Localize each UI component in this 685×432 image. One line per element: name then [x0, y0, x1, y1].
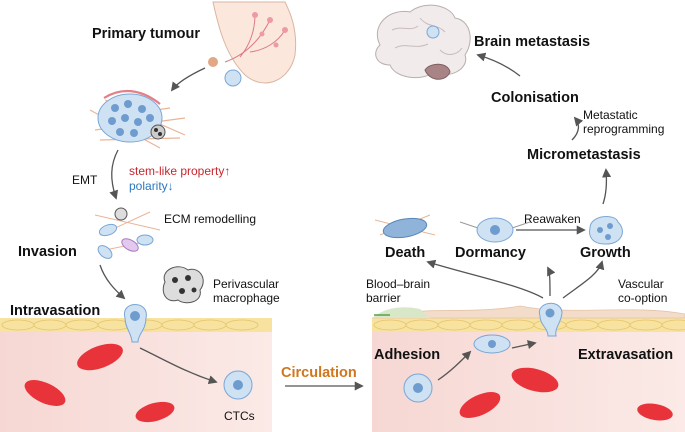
growth-cell — [589, 216, 623, 245]
label-circulation: Circulation — [281, 365, 357, 381]
label-polarity: polarity↓ — [129, 179, 174, 193]
right-blood-vessel — [371, 305, 685, 432]
label-ecm-remodelling: ECM remodelling — [164, 212, 257, 226]
red-blood-cell-icon — [459, 367, 673, 421]
label-intravasation: Intravasation — [10, 303, 101, 319]
label-death: Death — [385, 245, 426, 261]
red-blood-cell-icon — [24, 343, 175, 423]
label-invasion: Invasion — [18, 244, 77, 260]
label-stem-like-property: stem-like property↑ — [129, 164, 231, 178]
label-ctcs: CTCs — [224, 409, 255, 423]
dormancy-cell — [459, 217, 531, 243]
breast-icon — [208, 1, 297, 87]
tumour-cell-icon — [403, 373, 433, 403]
flow-arrows — [99, 52, 612, 391]
label-extravasation: Extravasation — [578, 347, 674, 363]
extravasating-cell — [538, 302, 563, 337]
label-micrometastasis: Micrometastasis — [527, 147, 641, 163]
tumour-cluster-icon — [89, 90, 186, 149]
label-reawaken: Reawaken — [524, 212, 581, 226]
label-vascular-co-option: Vascular co-option — [618, 277, 668, 305]
tumour-cell-icon — [223, 370, 253, 400]
label-adhesion: Adhesion — [374, 347, 441, 363]
label-emt: EMT — [72, 173, 98, 187]
label-metastatic-reprogramming: Metastatic reprogramming — [583, 108, 665, 136]
macrophage-icon — [162, 266, 204, 304]
label-perivascular-macrophage: Perivascular macrophage — [213, 277, 280, 305]
label-dormancy: Dormancy — [455, 245, 526, 261]
label-brain-metastasis: Brain metastasis — [474, 34, 591, 50]
adhesion-cell — [473, 334, 511, 354]
label-growth: Growth — [580, 245, 631, 261]
label-colonisation: Colonisation — [491, 90, 579, 106]
tumour-cell-icon — [124, 304, 147, 343]
death-cell — [374, 214, 436, 239]
ecm-remodelling-cells — [94, 207, 161, 259]
right-endothelium — [371, 305, 685, 332]
label-blood-brain-barrier: Blood–brain barrier — [366, 277, 431, 305]
label-primary-tumour: Primary tumour — [92, 26, 200, 42]
brain-icon — [375, 4, 471, 80]
